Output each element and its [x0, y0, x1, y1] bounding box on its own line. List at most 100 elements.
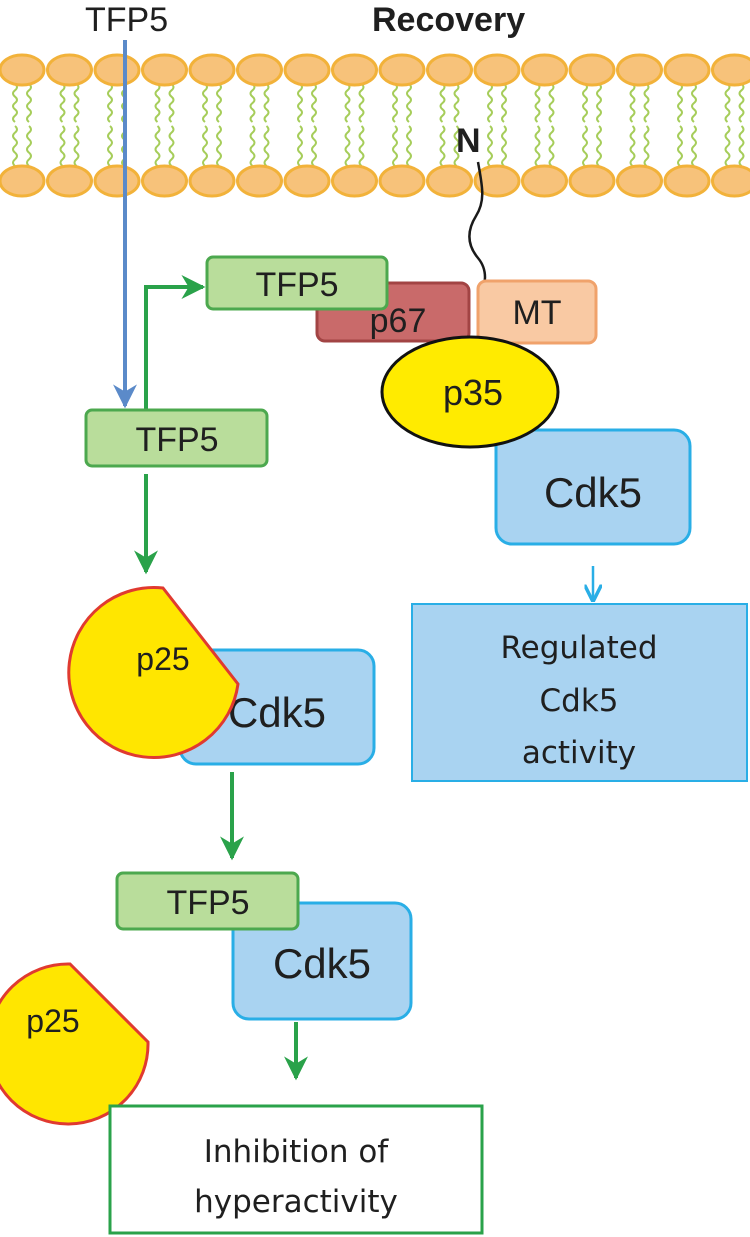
p25-free-wedge	[0, 962, 150, 1126]
lipid-tail	[453, 125, 460, 167]
lipid-tail	[358, 125, 365, 167]
tfp5-entry-label: TFP5	[85, 1, 168, 39]
lipid-head	[568, 53, 616, 87]
lipid-heads-top	[0, 53, 750, 87]
lipid-tail	[548, 83, 555, 123]
lipid-head	[568, 164, 616, 198]
lipid-tail	[168, 125, 175, 167]
lipid-head	[711, 53, 750, 87]
tfp5-inhibitor-box	[115, 871, 300, 931]
p35-label: p35	[443, 372, 503, 413]
lipid-head	[616, 164, 663, 198]
lipid-tail	[643, 125, 650, 167]
lipid-tail	[297, 125, 303, 167]
lipid-tail	[311, 83, 317, 123]
cdk5-hyperactive-label: Cdk5	[228, 689, 326, 736]
lipid-tail	[216, 83, 222, 123]
cdk5-inhibited-box	[231, 901, 413, 1021]
lipid-tail	[406, 83, 412, 123]
lipid-tail	[392, 125, 398, 167]
lipid-tail	[582, 125, 588, 167]
lipid-tail	[501, 83, 507, 123]
regulated-line-1: Regulated	[500, 630, 657, 666]
lipid-tail	[439, 125, 446, 167]
lipid-tail	[677, 125, 683, 167]
lipid-head	[236, 164, 283, 198]
lipid-tail	[691, 83, 697, 123]
recovery-title: Recovery	[372, 1, 525, 39]
inhibition-outcome-box	[108, 1104, 484, 1235]
lipid-tail	[534, 125, 541, 167]
lipid-tail	[297, 83, 303, 123]
tfp5-to-p67-arrow	[144, 275, 206, 410]
lipid-tail	[263, 83, 270, 123]
mt-label: MT	[512, 294, 561, 332]
lipid-head	[141, 164, 188, 198]
lipid-tail	[73, 125, 80, 167]
tfp5-bound-label: TFP5	[255, 266, 338, 304]
lipid-tail	[629, 125, 636, 167]
lipid-tail	[344, 83, 351, 123]
lipid-head	[93, 164, 141, 198]
lipid-head	[188, 53, 236, 87]
lipid-head	[521, 164, 568, 198]
lipid-tail	[439, 83, 446, 123]
lipid-tail	[249, 83, 256, 123]
n-terminus-label: N	[456, 122, 481, 160]
lipid-tail	[168, 83, 175, 123]
lipid-tail	[202, 125, 208, 167]
tfp5-bound-box	[205, 255, 389, 311]
lipid-head	[331, 53, 378, 87]
lipid-tail	[691, 125, 697, 167]
lipid-head	[663, 53, 711, 87]
regulated-activity-box	[411, 603, 748, 782]
lipid-tail	[154, 125, 161, 167]
lipid-head	[46, 164, 93, 198]
lipid-tail	[548, 125, 555, 167]
p25-bound-label: p25	[136, 641, 189, 677]
lipid-tail	[154, 83, 161, 123]
lipid-head	[378, 53, 426, 87]
lipid-tail	[12, 125, 18, 167]
lipid-heads-bottom	[0, 164, 750, 198]
lipid-head	[378, 164, 426, 198]
lipid-tail	[392, 83, 398, 123]
lipid-tail	[358, 83, 365, 123]
lipid-head	[426, 164, 473, 198]
lipid-tail	[738, 125, 745, 167]
lipid-head	[0, 53, 46, 87]
lipid-tail	[216, 125, 222, 167]
regulated-line-2: Cdk5	[540, 683, 619, 719]
lipid-tail	[643, 83, 650, 123]
lipid-tail	[629, 83, 636, 123]
lipid-tail	[596, 125, 602, 167]
tfp5-cytosolic-label: TFP5	[135, 421, 218, 459]
lipid-tail	[534, 83, 541, 123]
lipid-tail	[26, 83, 32, 123]
lipid-tails	[12, 83, 745, 167]
lipid-tail	[73, 83, 80, 123]
lipid-tail	[59, 83, 66, 123]
lipid-tail	[738, 83, 745, 123]
tfp5-cytosolic-box	[84, 408, 269, 468]
lipid-head	[711, 164, 750, 198]
lipid-head	[188, 164, 236, 198]
lipid-tail	[59, 125, 66, 167]
lipid-tail	[406, 125, 412, 167]
lipid-head	[473, 164, 521, 198]
p25-bound-wedge	[67, 586, 240, 759]
lipid-tail	[107, 125, 113, 167]
p67-n-terminal-tail	[468, 161, 487, 299]
lipid-head	[283, 53, 331, 87]
lipid-head	[616, 53, 663, 87]
p35-ellipse	[380, 335, 560, 449]
lipid-head	[521, 53, 568, 87]
lipid-head	[46, 53, 93, 87]
cdk5-inhibited-label: Cdk5	[273, 940, 371, 987]
lipid-tail	[724, 125, 731, 167]
lipid-tail	[311, 125, 317, 167]
lipid-head	[663, 164, 711, 198]
lipid-tail	[202, 83, 208, 123]
lipid-tail	[249, 125, 256, 167]
